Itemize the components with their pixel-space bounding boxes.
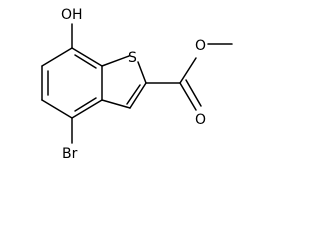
ester-oxygen-label: O [195,38,206,54]
bond-c2-c3 [129,82,147,109]
carbonyl-oxygen-label: O [195,112,206,128]
bond-c3a-c4 [71,99,103,119]
bond-s-c2 [137,61,147,84]
bromine-label: Br [62,146,78,162]
bond-c3-c3a [101,99,131,109]
bond-c7a-s [101,55,130,67]
chemical-structure: OH S Br O O [41,7,233,162]
double-bond-c2-c3 [126,84,141,105]
double-bond-ccarbonyl-ocarbonyl [185,79,202,107]
thiophene-ring [101,55,147,109]
bond-ccarbonyl-ocarbonyl [179,82,197,111]
bond-c6-c7 [41,47,73,67]
methyl-ester-group [145,43,233,111]
bond-c4-c5 [41,99,73,119]
bond-c7-c7a [71,47,103,67]
benzene-ring [41,47,103,119]
hydroxyl-label: OH [61,7,83,23]
double-bond-c7-c7a [74,54,97,69]
double-bond-c3a-c4 [74,97,97,112]
bond-ccarbonyl-oester [179,57,197,84]
sulfur-label: S [128,50,137,66]
